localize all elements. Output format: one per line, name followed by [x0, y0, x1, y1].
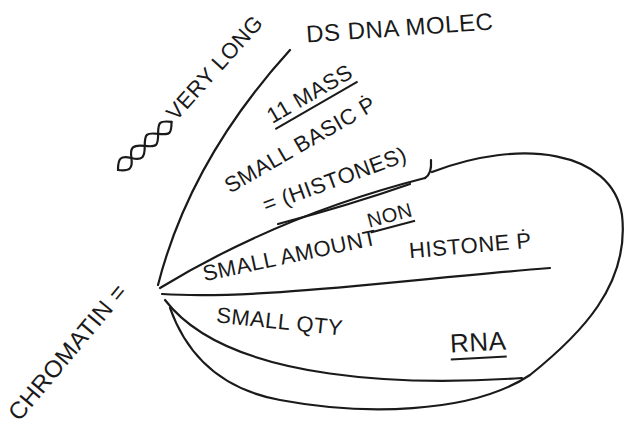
- protein-note: HISTONE Ṗ: [408, 229, 532, 264]
- molecule-note: VERY LONG: [162, 11, 268, 125]
- helix-strand: [113, 117, 176, 175]
- helix-strand: [113, 117, 176, 175]
- title-word: CHROMATIN =: [3, 278, 132, 425]
- branch-line: [165, 300, 522, 381]
- molecule-note: DS DNA MOLEC: [306, 8, 495, 47]
- bracket-hook: [425, 160, 431, 178]
- quantity-note: SMALL QTY: [215, 303, 344, 340]
- rna-note: RNA: [449, 326, 507, 360]
- amount-note: SMALL AMOUNT: [201, 226, 380, 287]
- insert-note: NON: [365, 198, 416, 233]
- dna-helix: [113, 117, 176, 175]
